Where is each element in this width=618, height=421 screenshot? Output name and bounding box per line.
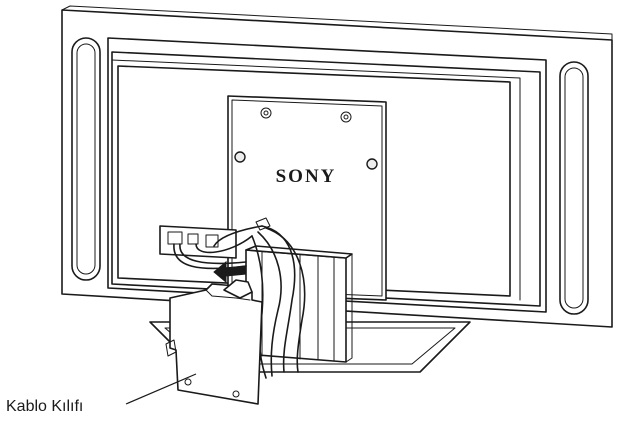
left-speaker-grille — [71, 37, 101, 281]
right-speaker-grille — [559, 61, 589, 315]
callout-leader-line — [125, 373, 197, 405]
brand-logo: SONY — [276, 166, 337, 187]
insert-arrow-icon — [213, 260, 247, 284]
connector-block — [159, 225, 237, 259]
callout-label: Kablo Kılıfı — [6, 398, 84, 415]
cable-cover — [165, 279, 263, 405]
stand-neck — [245, 245, 353, 363]
